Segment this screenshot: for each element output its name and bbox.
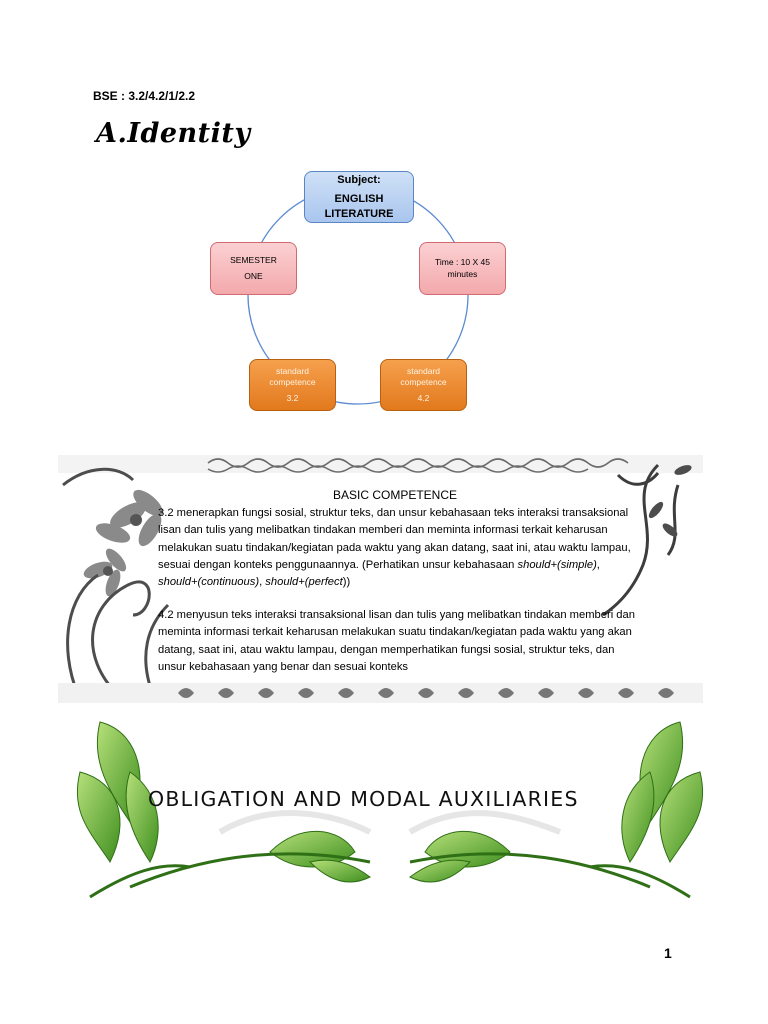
subject-value-line2: LITERATURE [324, 207, 394, 220]
time-line2: minutes [447, 268, 478, 279]
semester-line1: SEMESTER [230, 255, 277, 266]
leaf-banner-decoration [76, 721, 704, 899]
basic-competence-panel: BASIC COMPETENCE 3.2 menerapkan fungsi s… [58, 455, 703, 703]
semester-line2: ONE [244, 270, 263, 281]
competence-3-2-text: 3.2 menerapkan fungsi sosial, struktur t… [158, 507, 631, 589]
page-number: 1 [664, 945, 672, 961]
time-line1: Time : 10 X 45 [435, 257, 490, 268]
section-title: A.Identity [96, 118, 251, 149]
basic-competence-heading: BASIC COMPETENCE [333, 488, 458, 502]
floral-border-decoration [58, 455, 703, 703]
sc2-line2: competence [400, 377, 447, 388]
subject-node: Subject: ENGLISH LITERATURE [304, 171, 414, 223]
identity-diagram: Subject: ENGLISH LITERATURE Time : 10 X … [200, 165, 520, 415]
standard-competence-4-2-node: standard competence 4.2 [380, 359, 467, 411]
subject-label: Subject: [337, 174, 381, 187]
bse-code: BSE : 3.2/4.2/1/2.2 [93, 89, 196, 103]
sc1-line2: competence [269, 377, 316, 388]
competence-4-2-text: 4.2 menyusun teks interaksi transaksiona… [158, 609, 635, 673]
sc2-line3: 4.2 [417, 392, 430, 403]
standard-competence-3-2-node: standard competence 3.2 [249, 359, 336, 411]
sc2-line1: standard [406, 366, 441, 377]
banner-title: OBLIGATION AND MODAL AUXILIARIES [148, 787, 579, 811]
sc1-line1: standard [275, 366, 310, 377]
sc1-line3: 3.2 [286, 392, 299, 403]
semester-node: SEMESTER ONE [210, 242, 297, 295]
subject-value-line1: ENGLISH [334, 193, 384, 206]
time-node: Time : 10 X 45 minutes [419, 242, 506, 295]
